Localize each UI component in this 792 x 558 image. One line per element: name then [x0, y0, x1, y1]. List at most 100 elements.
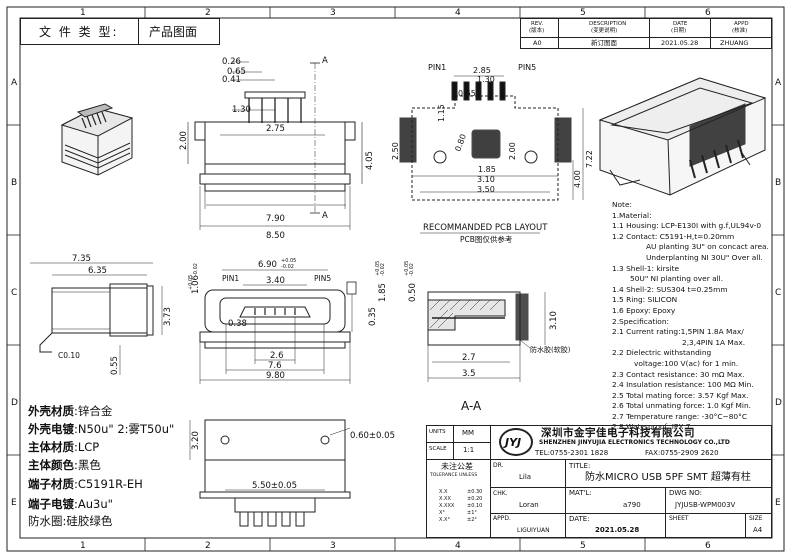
material-row: 主体颜色:黑色 [28, 457, 101, 473]
material-row: 端子材质:C5191R-EH [28, 476, 143, 492]
section-dim-1-85-upper-tol: +0.05 [375, 261, 381, 276]
border-refs: 1 2 3 4 5 6 1 2 3 4 5 6 A B C D E A B C … [11, 8, 782, 551]
appd-header-cn: (核准) [732, 28, 748, 34]
side-view [30, 262, 163, 375]
material-row: 外壳材质:锌合金 [28, 403, 112, 419]
col-4-top: 4 [455, 8, 461, 18]
note-line: 1.Material: [612, 210, 652, 220]
file-type-value: 产品图面 [149, 25, 198, 39]
bottom-view-labels: 0.60±0.05 3.20 5.50±0.05 [191, 431, 395, 491]
row-e-right: E [775, 498, 781, 508]
drawn-by-value: Lila [519, 473, 532, 481]
bottom-dim-0-60: 0.60±0.05 [350, 431, 395, 441]
material-label: 主体材质 [28, 440, 74, 454]
note-line: 1.6 Epoxy: Epoxy [612, 305, 676, 315]
row-d-left: D [11, 398, 18, 408]
size-label: SIZE [749, 515, 763, 522]
section-dim-1-85: 1.85 [378, 283, 388, 302]
front-view [199, 269, 353, 384]
front-dim-2-6: 2.6 [270, 351, 284, 361]
material-label: 外壳材质 [28, 404, 74, 418]
pcb-pin5-label: PIN5 [518, 63, 536, 72]
pcb-dim-0-65: 0.65 [458, 89, 476, 98]
pcb-dim-1-85: 1.85 [478, 165, 496, 174]
pcb-layout-subtitle: PCB图仅供参考 [460, 234, 513, 244]
side-dim-6-35: 6.35 [88, 266, 107, 276]
side-dim-3-73: 3.73 [163, 307, 173, 326]
front-dim-0-35: 0.35 [368, 307, 378, 326]
tol-value: ±0.10 [467, 503, 483, 509]
material-row: 主体材质:LCP [28, 439, 99, 455]
section-dim-3-10: 3.10 [549, 311, 559, 330]
pcb-layout-labels: PIN1 PIN5 2.85 1.30 0.65 1.15 0.80 2.50 … [391, 63, 594, 244]
appd-value: ZHUANG [720, 39, 749, 47]
tol-value: ±0.20 [467, 496, 483, 502]
material-code-label: MAT'L: [569, 489, 592, 497]
logo-text: JYJ [505, 436, 522, 449]
revision-table: REV. (版本) DESCRIPTION (变更说明) DATE (日期) A… [520, 18, 772, 49]
row-a-right: A [775, 78, 782, 88]
date-header-cn: (日期) [671, 28, 687, 34]
col-3-bottom: 3 [330, 541, 336, 551]
drawn-by-label: DR. [493, 462, 504, 469]
dim-7-90: 7.90 [266, 214, 285, 224]
col-3-top: 3 [330, 8, 336, 18]
row-c-right: C [775, 288, 781, 298]
pcb-dim-1-15: 1.15 [437, 104, 446, 122]
row-e-left: E [11, 498, 17, 508]
material-label: 外壳电镀 [28, 422, 74, 436]
iso-view-left [60, 103, 134, 176]
material-row: 防水圈:硅胶绿色 [28, 513, 112, 529]
top-view [187, 61, 363, 230]
approved-by-label: APPD. [493, 515, 511, 522]
note-line: Underplanting NI 30U" Over all. [646, 252, 763, 262]
row-b-right: B [775, 178, 781, 188]
dim-1-30: 1.30 [232, 105, 251, 115]
waterproof-glue-label: 防水胶(软胶) [530, 345, 571, 354]
drawing-number-label: DWG NO: [669, 489, 702, 497]
front-dim-6-90-upper-tol: +0.05 [281, 258, 296, 264]
tolerance-label: 未注公差 [441, 462, 473, 471]
tol-key: X.X [439, 489, 448, 495]
material-value: :硅胶绿色 [62, 514, 113, 528]
drawing-number-value: JYJUSB-WPM003V [675, 501, 736, 509]
front-dim-6-90-lower-tol: -0.02 [281, 264, 294, 270]
note-line: 2.Specification: [612, 316, 669, 326]
material-code-value: a790 [623, 501, 641, 509]
sheet-label: SHEET [669, 515, 689, 522]
section-dim-0-50: 0.50 [408, 283, 418, 302]
side-dim-7-35: 7.35 [72, 254, 91, 264]
rev-header-cn: (版本) [529, 28, 545, 34]
checked-by-value: Loran [519, 501, 539, 509]
tol-key: X.XX [439, 496, 451, 502]
company-fax: FAX:0755-2909 2620 [645, 449, 719, 457]
scale-value: 1:1 [463, 446, 475, 454]
pcb-pin1-label: PIN1 [428, 63, 446, 72]
company-name-en: SHENZHEN JINYUJIA ELECTRONICS TECHNOLOGY… [539, 439, 730, 446]
row-b-left: B [11, 178, 17, 188]
dim-0-41: 0.41 [222, 75, 241, 85]
col-5-top: 5 [580, 8, 586, 18]
dim-0-65: 0.65 [227, 67, 246, 77]
units-value: MM [462, 429, 475, 437]
section-dim-2-7: 2.7 [462, 353, 476, 363]
company-logo: JYJ [499, 428, 533, 456]
section-mark-a-bottom: A [322, 211, 328, 221]
col-1-top: 1 [80, 8, 86, 18]
appd-header: APPD [734, 21, 749, 27]
section-dim-0-50-lower-tol: -0.02 [409, 263, 415, 276]
dim-4-05: 4.05 [365, 151, 375, 170]
material-value: :黑色 [74, 458, 101, 472]
bottom-dim-3-20: 3.20 [191, 431, 201, 450]
note-line: 1.3 Shell-1: kirsite [612, 263, 680, 273]
pcb-dim-2-85: 2.85 [473, 66, 491, 75]
pcb-layout-view [399, 75, 584, 201]
material-value: :LCP [74, 440, 100, 454]
section-view-labels: 1.85 +0.05 -0.02 0.50 +0.05 -0.02 3.10 2… [375, 261, 571, 413]
section-mark-a-top: A [322, 56, 328, 66]
pcb-dim-7-22: 7.22 [585, 150, 594, 168]
front-dim-3-40: 3.40 [266, 276, 285, 286]
front-pin5-label: PIN5 [314, 274, 331, 283]
tol-value: ±0.30 [467, 489, 483, 495]
